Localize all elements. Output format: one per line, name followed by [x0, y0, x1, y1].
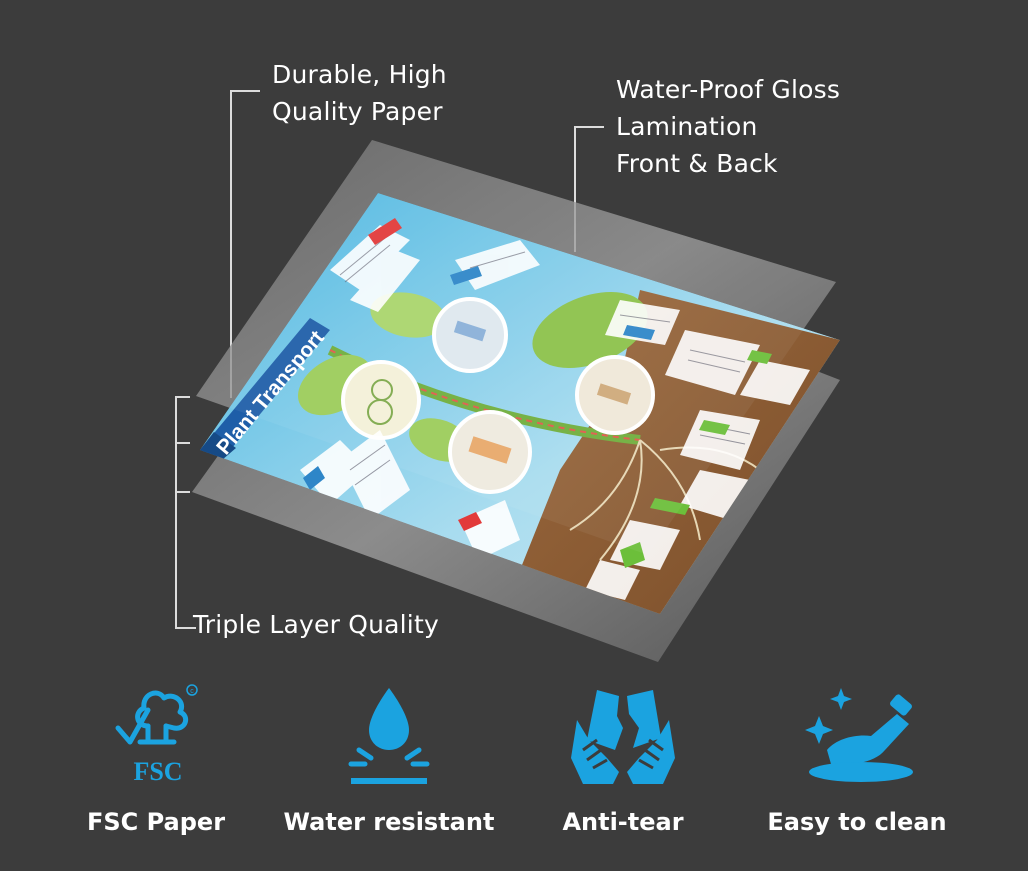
water-drop-icon: [348, 688, 430, 784]
feature-fsc-paper: c FSC FSC Paper: [36, 680, 276, 836]
feature-water-resistant: Water resistant: [269, 680, 509, 836]
svg-text:c: c: [190, 688, 194, 695]
callout-paper-quality: Durable, High Quality Paper: [272, 56, 447, 130]
callout-lamination-line-1: Water-Proof Gloss: [616, 75, 841, 104]
hand-wipe-sparkle-icon: [805, 688, 913, 782]
callout-paper-line-1: Durable, High: [272, 60, 447, 89]
feature-anti-tear: Anti-tear: [503, 680, 743, 836]
poster-sheet: [200, 193, 840, 614]
fsc-badge-text: FSC: [133, 757, 182, 786]
feature-label-water: Water resistant: [283, 808, 495, 836]
callout-lamination: Water-Proof Gloss Lamination Front & Bac…: [616, 71, 840, 182]
callout-paper-line-2: Quality Paper: [272, 97, 443, 126]
fsc-tree-icon: c FSC: [115, 684, 198, 786]
callout-triple-layer: Triple Layer Quality: [193, 606, 439, 643]
feature-label-tear: Anti-tear: [562, 808, 684, 836]
callout-lamination-line-3: Front & Back: [616, 149, 778, 178]
torn-paper-hands-icon: [571, 690, 675, 784]
feature-easy-to-clean: Easy to clean: [737, 680, 977, 836]
callout-triple-text: Triple Layer Quality: [193, 610, 439, 639]
feature-label-fsc: FSC Paper: [86, 808, 226, 836]
feature-label-clean: Easy to clean: [767, 808, 947, 836]
callout-lamination-line-2: Lamination: [616, 112, 758, 141]
